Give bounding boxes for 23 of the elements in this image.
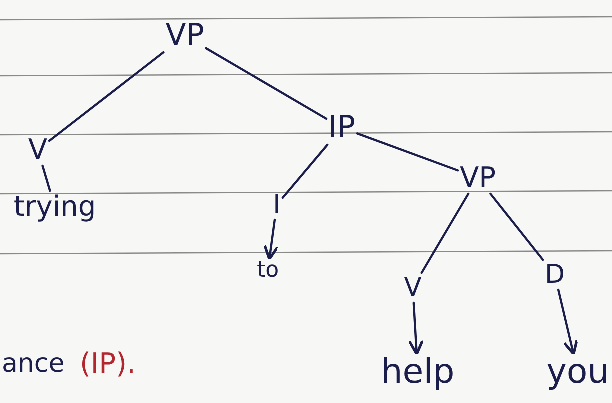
- note-text: (IP).: [80, 350, 136, 378]
- tree-branch: [356, 132, 460, 172]
- tree-node-label: D: [542, 260, 568, 290]
- tree-node-label: help: [379, 353, 457, 391]
- tree-branch: [490, 192, 544, 262]
- arrow: [408, 302, 424, 356]
- tree-node-label: VP: [458, 162, 498, 194]
- tree-node-label: V: [26, 134, 50, 166]
- tree-branch: [282, 144, 329, 200]
- tree-branch: [48, 51, 165, 142]
- arrow: [264, 218, 280, 261]
- tree-branch: [420, 192, 470, 274]
- tree-branch: [205, 47, 328, 120]
- arrow: [557, 288, 578, 356]
- tree-branch: [42, 164, 52, 192]
- tree-node-label: to: [254, 258, 282, 284]
- tree-node-label: you: [544, 353, 612, 391]
- tree-node-label: trying: [12, 191, 98, 223]
- tree-node-label: IP: [326, 111, 358, 145]
- tree-node-label: V: [402, 273, 424, 303]
- note-text: ance: [2, 351, 65, 377]
- tree-node-label: VP: [164, 19, 206, 53]
- tree-node-label: I: [271, 190, 283, 220]
